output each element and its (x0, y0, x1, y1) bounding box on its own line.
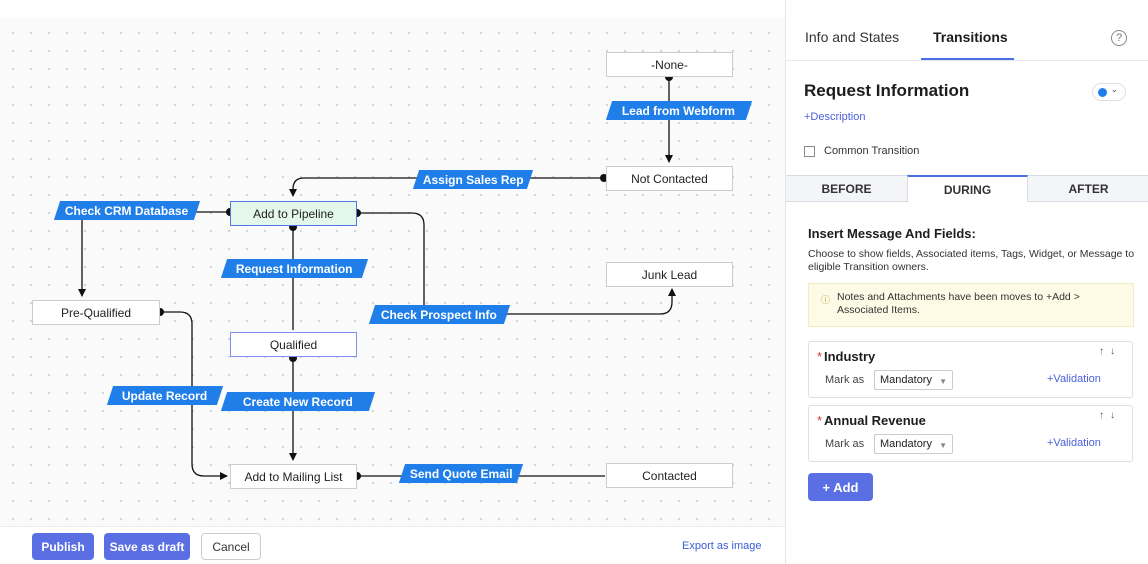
state-none[interactable]: -None- (606, 52, 733, 77)
transition-title: Request Information (804, 81, 970, 100)
help-icon[interactable]: ? (1111, 30, 1127, 46)
state-label: Junk Lead (641, 267, 698, 282)
export-as-image-link[interactable]: Export as image (682, 540, 762, 552)
publish-button[interactable]: Publish (32, 533, 94, 560)
transition-settings-panel: Info and States Transitions ? Request In… (785, 0, 1148, 564)
state-label: Pre-Qualified (60, 305, 132, 320)
add-validation-link[interactable]: +Validation (1047, 437, 1101, 449)
tab-before[interactable]: BEFORE (786, 176, 907, 202)
transition-label: Update Record (122, 388, 208, 403)
active-tab-indicator (921, 58, 1014, 60)
transition-assign-sales-rep[interactable]: Assign Sales Rep (412, 170, 534, 189)
caret-down-icon: ▼ (939, 377, 947, 386)
color-picker[interactable]: ⌄ (1092, 83, 1126, 101)
transition-check-prospect-info[interactable]: Check Prospect Info (368, 305, 511, 324)
mark-as-value: Mandatory (880, 438, 932, 450)
common-transition-label: Common Transition (824, 145, 920, 157)
tabs-divider (786, 60, 1148, 61)
transition-label: Request Information (236, 261, 353, 276)
tab-after[interactable]: AFTER (1028, 176, 1148, 202)
state-qualified[interactable]: Qualified (230, 332, 357, 357)
phase-tabs: BEFORE DURING AFTER (786, 175, 1148, 202)
state-label: Not Contacted (631, 171, 708, 186)
field-name: Annual Revenue (824, 413, 926, 428)
reorder-arrows-icon[interactable]: ↑↓ (1099, 346, 1121, 357)
cancel-button[interactable]: Cancel (201, 533, 261, 560)
state-label: Qualified (269, 337, 318, 352)
state-label: Contacted (642, 468, 697, 483)
state-label: -None- (651, 57, 688, 72)
transition-send-quote-email[interactable]: Send Quote Email (398, 464, 524, 483)
insert-section-title: Insert Message And Fields: (808, 226, 976, 241)
caret-down-icon: ▼ (939, 441, 947, 450)
field-name: Industry (824, 349, 876, 364)
state-add-to-pipeline[interactable]: Add to Pipeline (230, 201, 357, 226)
transition-label: Lead from Webform (622, 103, 736, 118)
field-card-industry: * Industry ↑↓ Mark as Mandatory ▼ +Valid… (808, 341, 1133, 398)
common-transition-checkbox[interactable] (804, 146, 815, 157)
transition-request-information[interactable]: Request Information (220, 259, 369, 278)
insert-section-description: Choose to show fields, Associated items,… (808, 248, 1135, 273)
field-card-annual-revenue: * Annual Revenue ↑↓ Mark as Mandatory ▼ … (808, 405, 1133, 462)
phase-label: AFTER (1068, 182, 1109, 196)
color-dot-icon (1098, 88, 1107, 97)
phase-label: DURING (943, 182, 992, 197)
state-add-to-mailing-list[interactable]: Add to Mailing List (230, 464, 357, 489)
reorder-arrows-icon[interactable]: ↑↓ (1099, 410, 1121, 421)
add-button[interactable]: + Add (808, 473, 873, 501)
phase-label: BEFORE (821, 182, 872, 196)
transition-lead-from-webform[interactable]: Lead from Webform (605, 101, 753, 120)
transition-create-new-record[interactable]: Create New Record (220, 392, 376, 411)
state-not-contacted[interactable]: Not Contacted (606, 166, 733, 191)
notice-box: ⓘ Notes and Attachments have been moves … (808, 283, 1134, 327)
transition-label: Check Prospect Info (381, 307, 498, 322)
mark-as-value: Mandatory (880, 374, 932, 386)
line-not-contacted-to-pipeline (289, 177, 604, 197)
state-label: Add to Pipeline (253, 206, 334, 221)
transition-label: Check CRM Database (65, 203, 189, 218)
add-description-link[interactable]: +Description (804, 111, 866, 123)
footer-bar: Publish Save as draft Cancel Export as i… (0, 526, 785, 564)
transition-check-crm-database[interactable]: Check CRM Database (53, 201, 201, 220)
tab-info-and-states[interactable]: Info and States (805, 29, 900, 45)
transition-label: Assign Sales Rep (422, 172, 524, 187)
chevron-down-icon: ⌄ (1111, 85, 1118, 94)
required-marker: * (817, 349, 823, 364)
state-contacted[interactable]: Contacted (606, 463, 733, 488)
state-junk-lead[interactable]: Junk Lead (606, 262, 733, 287)
tab-during[interactable]: DURING (907, 175, 1028, 202)
transition-update-record[interactable]: Update Record (106, 386, 224, 405)
transition-label: Send Quote Email (409, 466, 513, 481)
save-as-draft-button[interactable]: Save as draft (104, 533, 190, 560)
required-marker: * (817, 413, 823, 428)
notice-text: Notes and Attachments have been moves to… (837, 291, 1080, 316)
canvas-top-strip (0, 0, 785, 18)
line-crm-to-pre-qualified (78, 211, 230, 297)
transition-label: Create New Record (242, 394, 354, 409)
tab-transitions[interactable]: Transitions (933, 29, 1008, 45)
state-pre-qualified[interactable]: Pre-Qualified (32, 300, 160, 325)
add-validation-link[interactable]: +Validation (1047, 373, 1101, 385)
info-icon: ⓘ (821, 295, 831, 305)
mark-as-select[interactable]: Mandatory ▼ (874, 370, 953, 390)
state-label: Add to Mailing List (244, 469, 343, 484)
mark-as-select[interactable]: Mandatory ▼ (874, 434, 953, 454)
mark-as-label: Mark as (825, 374, 865, 386)
mark-as-label: Mark as (825, 438, 865, 450)
